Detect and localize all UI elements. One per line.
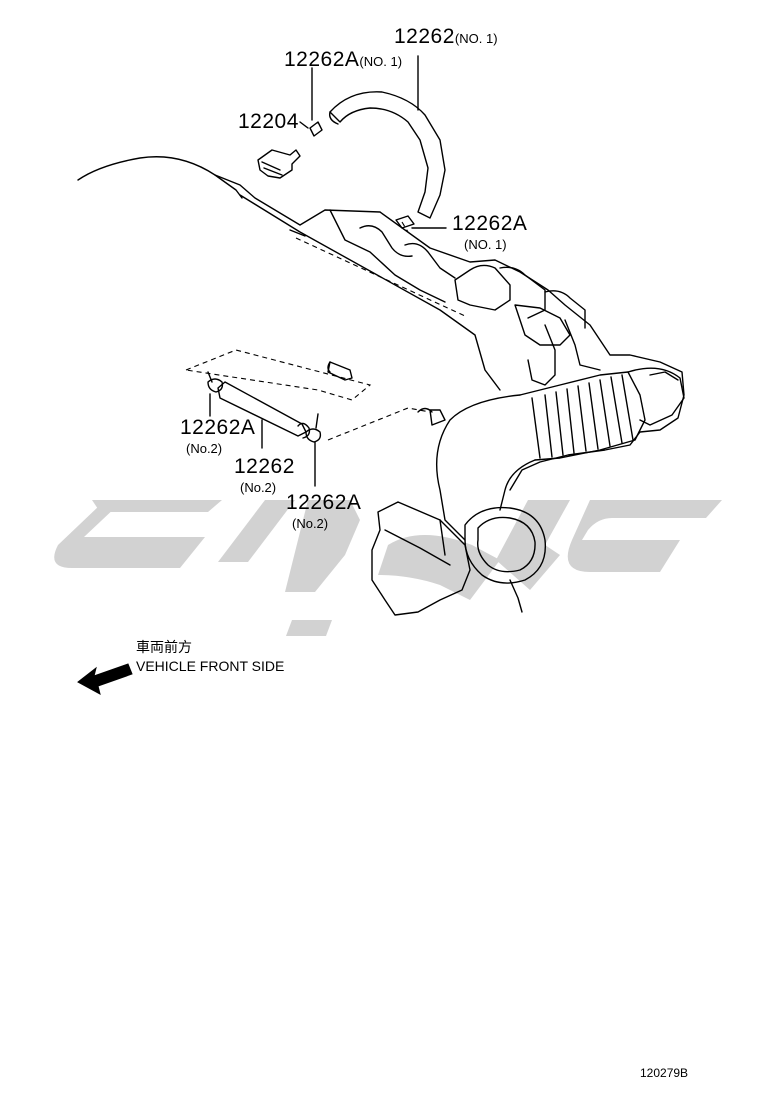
part-qualifier: (NO. 1) [454, 31, 498, 46]
label-12262a-no1-top: 12262A(NO. 1) [284, 49, 402, 70]
watermark-logo [54, 500, 722, 636]
part-number: 12262A [284, 48, 360, 71]
clip-upper [309, 121, 323, 137]
label-12262-no2-qualifier: (No.2) [240, 480, 277, 495]
label-12262-no1: 12262(NO. 1) [394, 26, 498, 47]
cylinder-head-edge [239, 194, 501, 391]
label-12204: 12204 [238, 110, 299, 133]
label-12262a-no2-right: 12262A [286, 491, 362, 514]
throttle-body [464, 506, 547, 584]
label-12262a-no2-left-qualifier: (No.2) [186, 441, 223, 456]
air-duct [435, 394, 521, 541]
label-12262a-no2-left: 12262A [180, 416, 256, 439]
dashed-guides [183, 221, 466, 441]
label-12262a-no1-right: 12262A [452, 212, 528, 235]
clip-lower-left [207, 378, 224, 393]
pcv-valve [257, 149, 301, 179]
part-qualifier: (NO. 1) [359, 54, 403, 69]
diagram-code: 120279B [640, 1066, 689, 1080]
air-cleaner [371, 501, 471, 616]
engine-outline [77, 156, 685, 491]
label-12262-no2: 12262 [234, 455, 295, 478]
intake-hose [519, 371, 646, 461]
pcv-hose-no2 [217, 381, 307, 437]
direction-label-en: VEHICLE FRONT SIDE [136, 658, 285, 674]
part-number: 12262 [394, 25, 455, 48]
label-12262a-no2-right-qualifier: (No.2) [292, 516, 329, 531]
pcv-hose-no1 [329, 91, 446, 219]
direction-label-jp: 車両前方 [136, 639, 192, 655]
clip-lower-right [305, 428, 322, 443]
arrow-left-icon [77, 663, 133, 695]
label-12262a-no1-right-qualifier: (NO. 1) [464, 237, 507, 252]
